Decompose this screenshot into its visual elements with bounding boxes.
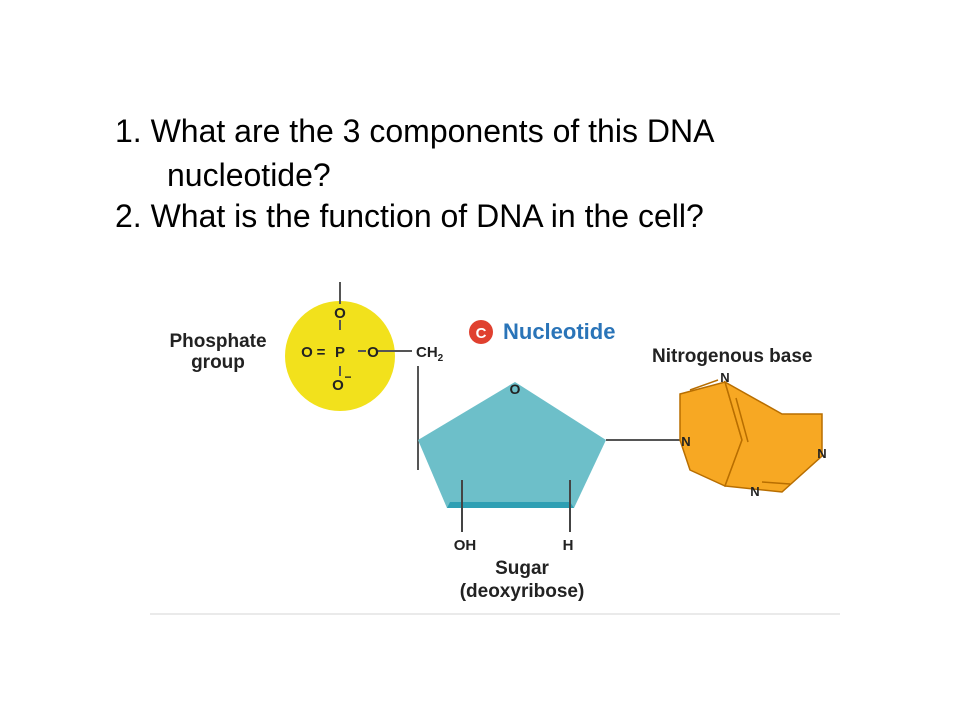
phosphate-label-line-1: Phosphate xyxy=(169,331,266,352)
base-n-right: N xyxy=(817,446,826,461)
base-inner-bond-1 xyxy=(735,397,749,443)
sugar-label-line-2: (deoxyribose) xyxy=(460,581,585,602)
phosphate-left-o: O xyxy=(301,344,313,361)
phosphate-top-o: O xyxy=(334,305,346,322)
badge-letter: C xyxy=(476,325,487,342)
phosphate-bottom-charge: − xyxy=(344,370,351,384)
ch2-label: CH2 xyxy=(416,344,444,364)
phosphate-double-bond: = xyxy=(317,344,326,361)
ch2-subscript: 2 xyxy=(438,353,444,364)
nucleotide-diagram: O O = P O O − Phosphate group CH2 O OH H… xyxy=(150,270,850,620)
badge-icon xyxy=(469,320,493,344)
phosphate-p: P xyxy=(335,344,345,361)
oh-label: OH xyxy=(454,537,477,554)
base-inner-bond-2 xyxy=(761,481,791,485)
question-1-line-1: 1. What are the 3 components of this DNA xyxy=(115,113,715,149)
sugar-ring xyxy=(418,382,606,508)
base-n-top: N xyxy=(720,370,729,385)
base-n-bottom: N xyxy=(750,484,759,499)
ch2-text: CH xyxy=(416,344,438,361)
base-n-left: N xyxy=(681,434,690,449)
question-1-line-2: nucleotide? xyxy=(167,157,331,193)
nucleotide-svg: O O = P O O − Phosphate group CH2 O OH H… xyxy=(150,282,840,615)
base-label: Nitrogenous base xyxy=(652,346,812,367)
question-list: 1. What are the 3 components of this DNA… xyxy=(0,0,960,260)
sugar-label-line-1: Sugar xyxy=(495,558,549,579)
phosphate-bottom-o: O xyxy=(332,377,344,394)
phosphate-circle xyxy=(285,301,395,411)
phosphate-label-line-2: group xyxy=(191,352,245,373)
question-2: 2. What is the function of DNA in the ce… xyxy=(115,198,704,234)
diagram-title: Nucleotide xyxy=(503,319,615,344)
base-six-ring xyxy=(723,380,823,493)
base-inner-bond-3 xyxy=(689,379,719,391)
phosphate-right-o: O xyxy=(367,344,379,361)
ring-o-label: O xyxy=(510,381,521,397)
h-label: H xyxy=(563,537,574,554)
sugar-ring-edge xyxy=(447,502,574,508)
